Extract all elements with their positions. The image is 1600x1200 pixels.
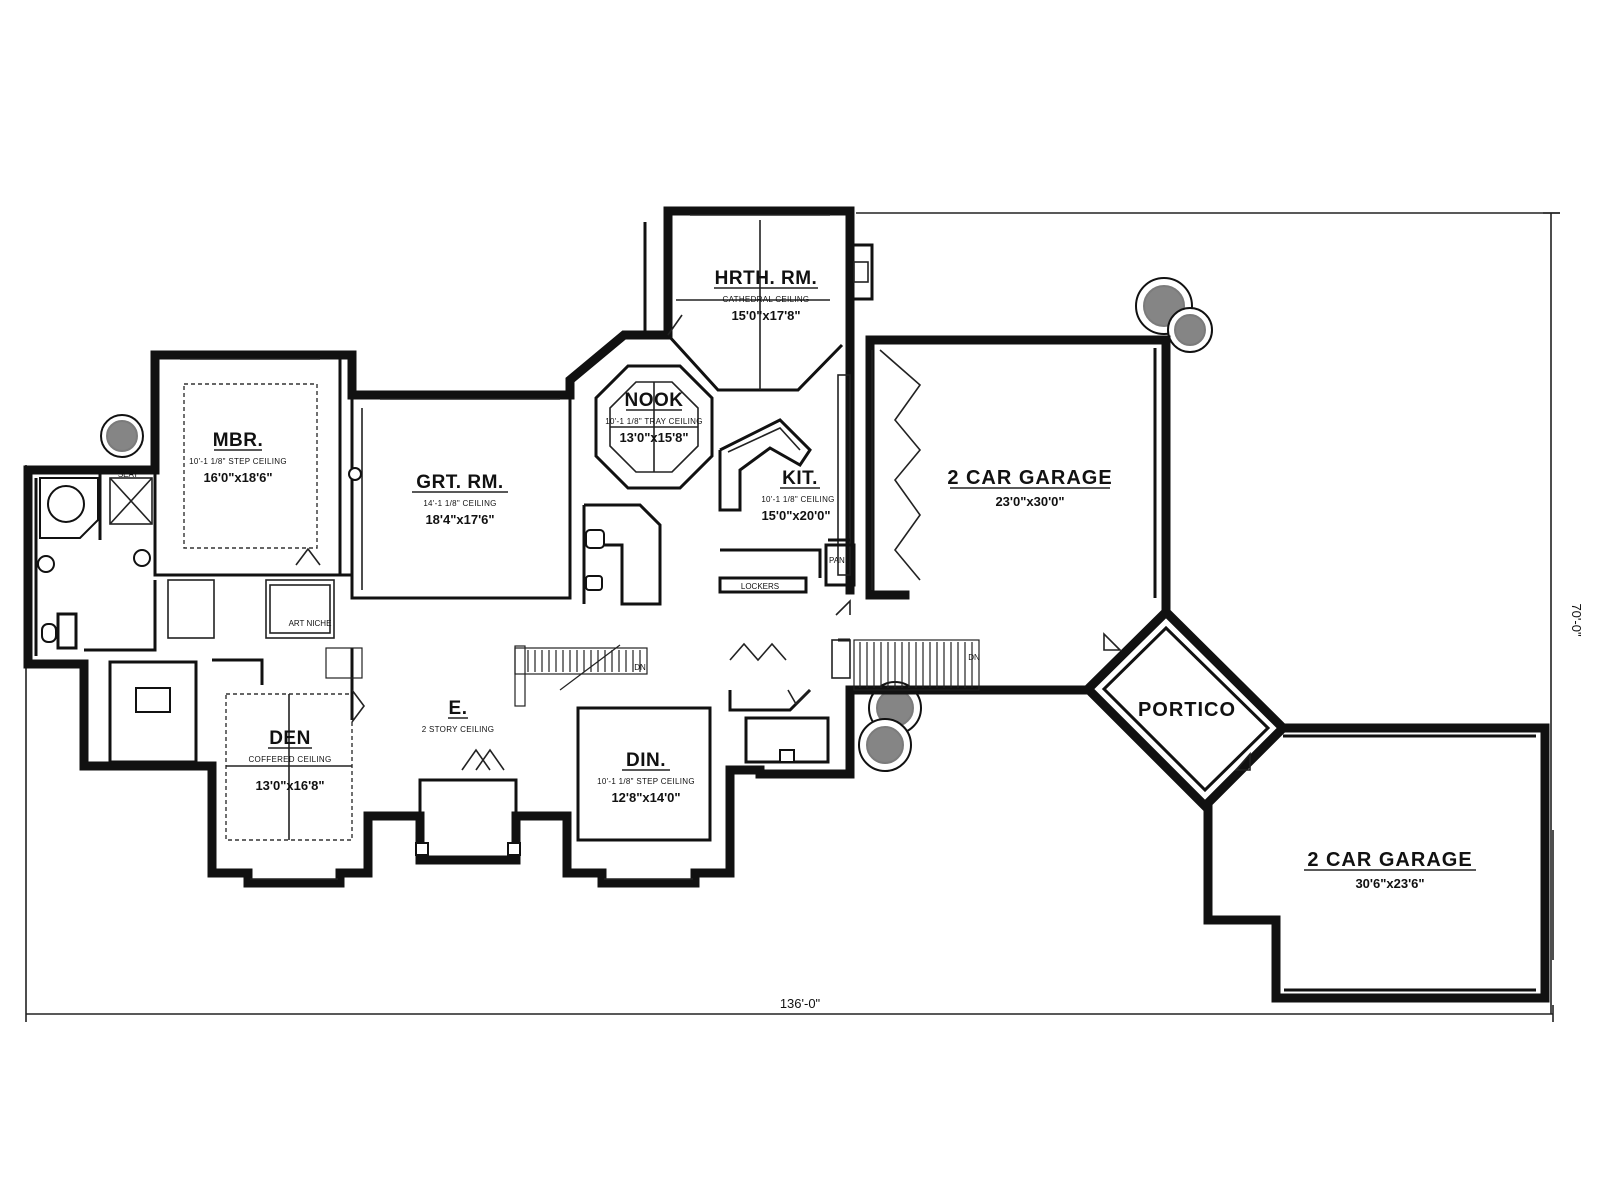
tree-icon xyxy=(858,681,922,772)
nook-size: 13'0"x15'8" xyxy=(619,430,688,445)
master-bedroom-size: 16'0"x18'6" xyxy=(203,470,272,485)
tree-icon xyxy=(1135,277,1213,353)
master-bedroom-label: MBR. xyxy=(213,430,264,451)
great-room-size: 18'4"x17'6" xyxy=(425,512,494,527)
garage-2-label: 2 CAR GARAGE xyxy=(1307,849,1472,871)
den-ceiling: COFFERED CEILING xyxy=(248,755,331,764)
garage-1-label: 2 CAR GARAGE xyxy=(947,467,1112,489)
garage-1-walls xyxy=(865,335,1171,603)
interior-walls xyxy=(84,220,874,856)
stair-down-label-garage: DN xyxy=(968,653,980,662)
kitchen-size: 15'0"x20'0" xyxy=(761,508,830,523)
dining-ceiling: 10'-1 1/8" STEP CEILING xyxy=(597,777,695,786)
lockers-label: LOCKERS xyxy=(741,582,779,591)
kitchen-label: KIT. xyxy=(782,468,818,489)
stair-down-label: DN xyxy=(634,663,646,672)
great-room-ceiling: 14'-1 1/8" CEILING xyxy=(423,499,496,508)
stairs xyxy=(325,639,980,707)
den-size: 13'0"x16'8" xyxy=(255,778,324,793)
hearth-room-size: 15'0"x17'8" xyxy=(731,308,800,323)
dimension-lines xyxy=(25,212,1560,1022)
entry-label: E. xyxy=(449,698,468,719)
dining-size: 12'8"x14'0" xyxy=(611,790,680,805)
window-marks xyxy=(180,214,830,880)
portico-label: PORTICO xyxy=(1138,699,1236,721)
master-bedroom-ceiling: 10'-1 1/8" STEP CEILING xyxy=(189,457,287,466)
depth-dimension: 70'-0" xyxy=(1569,603,1584,637)
hearth-room-label: HRTH. RM. xyxy=(715,268,818,289)
den-label: DEN xyxy=(269,728,311,749)
seat-label: SEAT xyxy=(118,470,138,479)
pantry-label: PAN. xyxy=(829,556,847,565)
entry-ceiling: 2 STORY CEILING xyxy=(422,725,495,734)
dining-label: DIN. xyxy=(626,750,666,771)
exterior-walls xyxy=(23,206,855,888)
tree-icon xyxy=(100,414,144,458)
hearth-room-ceiling: CATHEDRAL CEILING xyxy=(723,295,810,304)
door-swings xyxy=(295,314,1251,771)
garage-2-walls xyxy=(1203,723,1554,1003)
width-dimension: 136'-0" xyxy=(780,996,821,1011)
great-room-label: GRT. RM. xyxy=(416,472,503,493)
nook-ceiling: 10'-1 1/8" TRAY CEILING xyxy=(605,417,703,426)
nook-label: NOOK xyxy=(625,390,684,411)
garage-1-size: 23'0"x30'0" xyxy=(995,494,1064,509)
bath-fixtures xyxy=(37,467,362,650)
art-niche-label: ART NICHE xyxy=(289,619,332,628)
garage-2-size: 30'6"x23'6" xyxy=(1355,876,1424,891)
kitchen-ceiling: 10'-1 1/8" CEILING xyxy=(761,495,834,504)
